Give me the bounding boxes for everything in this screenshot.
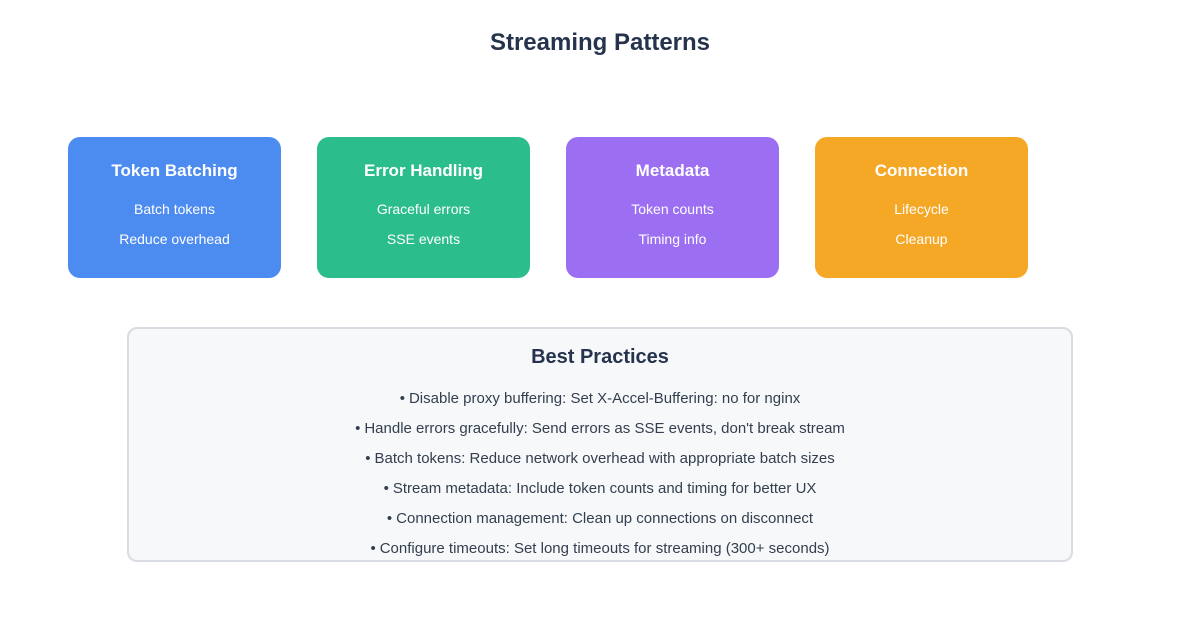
card-line: Reduce overhead — [119, 231, 230, 247]
list-item: •Connection management: Clean up connect… — [129, 511, 1071, 526]
card-line: SSE events — [386, 231, 461, 247]
best-practices-list: •Disable proxy buffering: Set X-Accel-Bu… — [129, 391, 1071, 556]
list-item: •Disable proxy buffering: Set X-Accel-Bu… — [129, 391, 1071, 406]
list-item: •Configure timeouts: Set long timeouts f… — [129, 541, 1071, 556]
card-title: Error Handling — [363, 161, 483, 180]
card-line: Timing info — [638, 231, 707, 247]
list-item-text: Connection management: Clean up connecti… — [396, 510, 814, 527]
card-line: Batch tokens — [134, 201, 215, 217]
card-connection: Connection Lifecycle Cleanup — [815, 137, 1028, 278]
list-item-text: Disable proxy buffering: Set X-Accel-Buf… — [408, 390, 801, 407]
bullet-icon: • — [365, 450, 371, 467]
list-item-text: Stream metadata: Include token counts an… — [392, 480, 817, 497]
card-title: Connection — [874, 161, 969, 180]
list-item-text: Configure timeouts: Set long timeouts fo… — [379, 540, 830, 557]
card-token-batching: Token Batching Batch tokens Reduce overh… — [68, 137, 281, 278]
bullet-icon: • — [383, 480, 389, 497]
best-practices-panel: Best Practices •Disable proxy buffering:… — [127, 327, 1073, 562]
list-item-text: Batch tokens: Reduce network overhead wi… — [374, 450, 835, 467]
page-title: Streaming Patterns — [489, 29, 711, 56]
bullet-icon: • — [370, 540, 376, 557]
card-line: Lifecycle — [894, 201, 949, 217]
list-item: •Handle errors gracefully: Send errors a… — [129, 421, 1071, 436]
bullet-icon: • — [386, 510, 393, 527]
card-title: Metadata — [635, 161, 710, 180]
card-metadata: Metadata Token counts Timing info — [566, 137, 779, 278]
card-line: Graceful errors — [376, 201, 471, 217]
list-item: •Stream metadata: Include token counts a… — [129, 481, 1071, 496]
card-line: Cleanup — [895, 231, 948, 247]
best-practices-title: Best Practices — [531, 346, 669, 368]
card-title: Token Batching — [111, 161, 238, 180]
card-error-handling: Error Handling Graceful errors SSE event… — [317, 137, 530, 278]
bullet-icon: • — [399, 390, 405, 407]
bullet-icon: • — [355, 420, 361, 437]
list-item: •Batch tokens: Reduce network overhead w… — [129, 451, 1071, 466]
list-item-text: Handle errors gracefully: Send errors as… — [364, 420, 845, 437]
card-line: Token counts — [631, 201, 714, 217]
